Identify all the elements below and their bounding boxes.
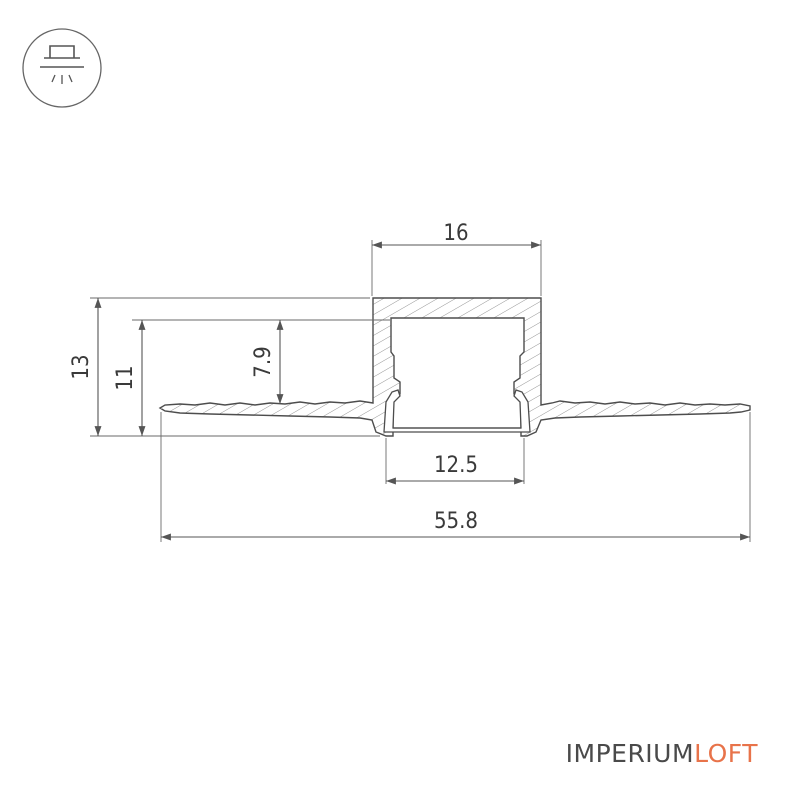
recessed-light-icon <box>22 28 102 108</box>
brand-name-part1: IMPERIUM <box>566 739 694 768</box>
dimension-labels: 16 13 11 7.9 12.5 55.8 <box>69 221 478 534</box>
diffuser-insert <box>383 389 531 433</box>
dim-inner-width: 12.5 <box>434 453 478 478</box>
dim-total-width: 55.8 <box>434 509 478 534</box>
extension-lines <box>90 240 751 542</box>
brand-logo: IMPERIUMLOFT <box>566 739 759 768</box>
dim-total-height: 13 <box>69 354 94 379</box>
profile-section <box>158 297 751 437</box>
dim-top-width: 16 <box>443 221 468 246</box>
brand-name-part2: LOFT <box>694 739 758 768</box>
dimension-lines <box>94 241 750 541</box>
dim-channel-depth: 7.9 <box>251 346 276 377</box>
profile-body <box>158 297 751 437</box>
dim-inner-height: 11 <box>113 365 138 390</box>
